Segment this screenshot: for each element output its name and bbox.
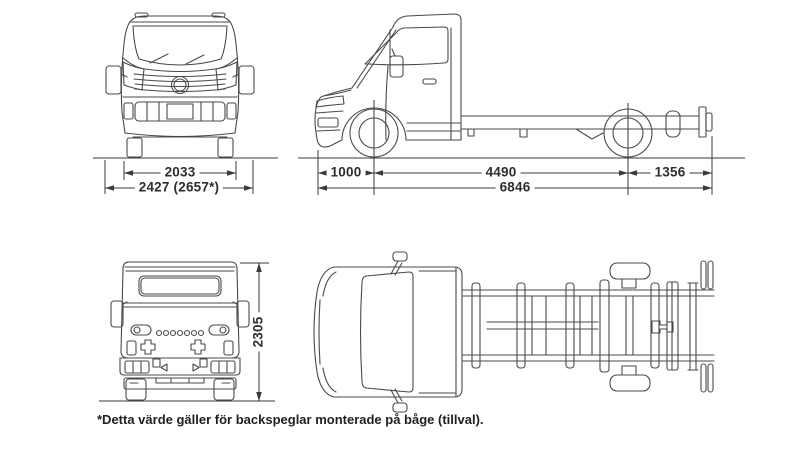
rear-view-dimension-arrows <box>256 263 262 401</box>
footnote: *Detta värde gäller för backspeglar mont… <box>97 412 484 427</box>
dim-front-overhang: 1000 <box>326 165 366 181</box>
dim-overall-height: 2305 <box>251 312 267 352</box>
front-left-mirror <box>105 65 122 95</box>
rear-window <box>138 275 222 297</box>
door-handle <box>422 78 437 85</box>
rear-left-mirror <box>110 300 124 328</box>
rear-view-dimension-lines <box>99 262 275 402</box>
front-view-dimension-arrows <box>105 170 253 191</box>
front-right-mirror <box>238 65 255 95</box>
top-view-drawing <box>313 251 715 413</box>
dim-overall-length: 6846 <box>495 180 535 196</box>
dim-rear-overhang: 1356 <box>650 165 690 181</box>
dim-wheelbase: 4490 <box>481 165 521 181</box>
front-view-drawing <box>105 12 255 158</box>
rear-right-mirror <box>236 300 250 328</box>
side-mirror <box>389 55 404 78</box>
right-taillight <box>210 360 236 374</box>
rear-view-drawing <box>110 261 250 401</box>
top-rear-wheel-right <box>609 374 651 392</box>
dim-front-overall-width: 2427 (2657*) <box>134 180 224 196</box>
top-rear-wheel-left <box>609 262 651 280</box>
dim-front-track-width: 2033 <box>160 165 200 181</box>
left-taillight <box>124 360 150 374</box>
side-view-dimension-arrows <box>318 170 712 191</box>
top-left-mirror <box>392 251 408 262</box>
side-view-drawing <box>314 13 713 158</box>
top-right-mirror <box>392 402 408 413</box>
